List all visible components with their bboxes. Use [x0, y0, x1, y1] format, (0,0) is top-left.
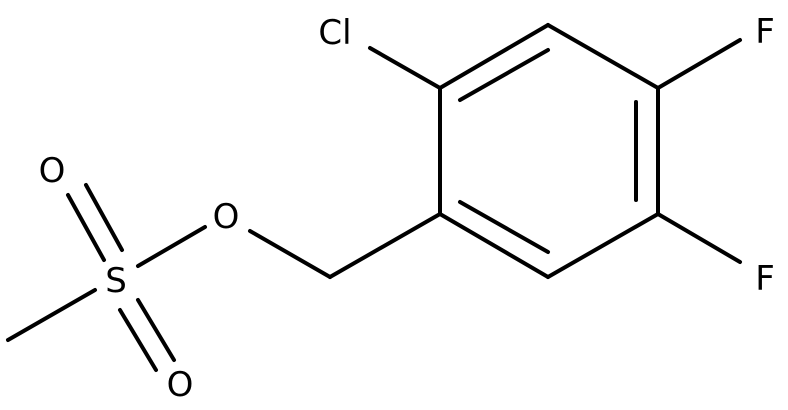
- atom-label-f-bottom: F: [755, 259, 775, 299]
- bond-o-s: [136, 225, 207, 268]
- atom-label-cl: Cl: [318, 13, 351, 53]
- bond-s-o-top-1: [66, 193, 106, 262]
- bond-c3-f-top: [656, 38, 742, 90]
- atom-label-s: S: [105, 261, 127, 301]
- atom-label-o-ester: O: [213, 197, 240, 237]
- bond-s-methyl: [6, 288, 97, 342]
- bond-s-o-bottom-1: [118, 308, 158, 372]
- ring-bond-c1-c2-inner: [458, 48, 550, 102]
- bond-s-o-top-2: [84, 183, 124, 252]
- ring-bond-c5-c6: [438, 212, 550, 279]
- ring-bond-c5-c6-inner: [458, 200, 550, 254]
- bond-c1-cl: [368, 46, 442, 90]
- ring-bond-c2-c3: [546, 23, 660, 90]
- benzene-ring: [438, 23, 660, 279]
- ring-bond-c1-c2: [438, 23, 550, 90]
- atom-label-f-top: F: [755, 12, 775, 52]
- bond-s-o-bottom-2: [136, 298, 176, 362]
- atom-label-o-top: O: [39, 151, 66, 191]
- bond-c6-ch2: [328, 212, 442, 279]
- bond-c4-f-bottom: [656, 212, 742, 264]
- ring-bond-c4-c5: [546, 212, 660, 279]
- atom-label-o-bottom: O: [167, 365, 194, 405]
- bond-ch2-o: [248, 229, 332, 279]
